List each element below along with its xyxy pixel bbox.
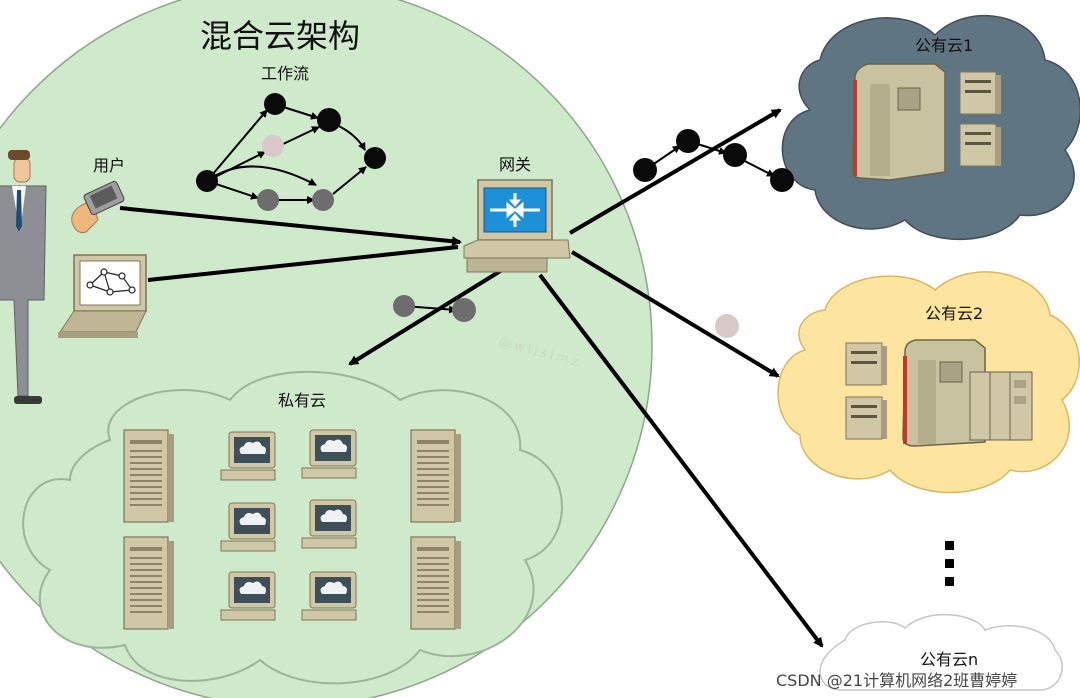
workflow-node xyxy=(317,108,341,132)
footer-watermark: CSDN @21计算机网络2班曹婷婷 xyxy=(776,671,1017,690)
flow-node xyxy=(393,295,415,317)
public-cloud-1-label: 公有云1 xyxy=(915,36,973,55)
ellipsis-dot xyxy=(945,541,954,550)
flow-node xyxy=(676,129,700,153)
flow-node xyxy=(452,298,476,322)
flow-node xyxy=(770,168,794,192)
workflow-node xyxy=(262,135,284,157)
workflow-node xyxy=(364,147,386,169)
flow-node xyxy=(633,158,657,182)
public-cloud-2-servers xyxy=(845,339,1033,447)
gateway-to-public-n-arrow xyxy=(538,273,824,648)
mobile-phone-icon xyxy=(71,180,125,233)
public-cloud-n-shape xyxy=(819,614,1063,691)
ellipsis-dot xyxy=(945,559,954,568)
flow-node xyxy=(715,314,739,338)
private-cloud-label: 私有云 xyxy=(278,391,326,410)
user-label: 用户 xyxy=(93,156,125,175)
public-cloud-n-label: 公有云n xyxy=(920,650,978,669)
gateway-to-private-arrow xyxy=(348,268,504,366)
workflow-node xyxy=(312,189,334,211)
laptop-icon xyxy=(58,254,147,338)
public-cloud-1-servers xyxy=(852,63,1002,181)
laptop-to-gateway-line xyxy=(147,245,459,282)
gateway-to-public-2-arrow xyxy=(570,250,780,378)
workflow-node xyxy=(257,189,279,211)
public-cloud-2-label: 公有云2 xyxy=(925,304,983,323)
gateway-label: 网关 xyxy=(499,155,531,174)
workflow-node xyxy=(264,93,286,115)
diagram-title: 混合云架构 xyxy=(200,17,360,55)
ellipsis-dot xyxy=(945,577,954,586)
phone-to-gateway-arrow xyxy=(119,206,462,247)
connectors xyxy=(119,108,824,648)
flow-node xyxy=(723,143,747,167)
workflow-label: 工作流 xyxy=(261,64,309,83)
gateway-to-public-1-arrow xyxy=(568,108,782,235)
gateway-router-icon xyxy=(463,179,571,273)
user-person-icon xyxy=(0,150,47,404)
workflow-node xyxy=(196,170,218,192)
